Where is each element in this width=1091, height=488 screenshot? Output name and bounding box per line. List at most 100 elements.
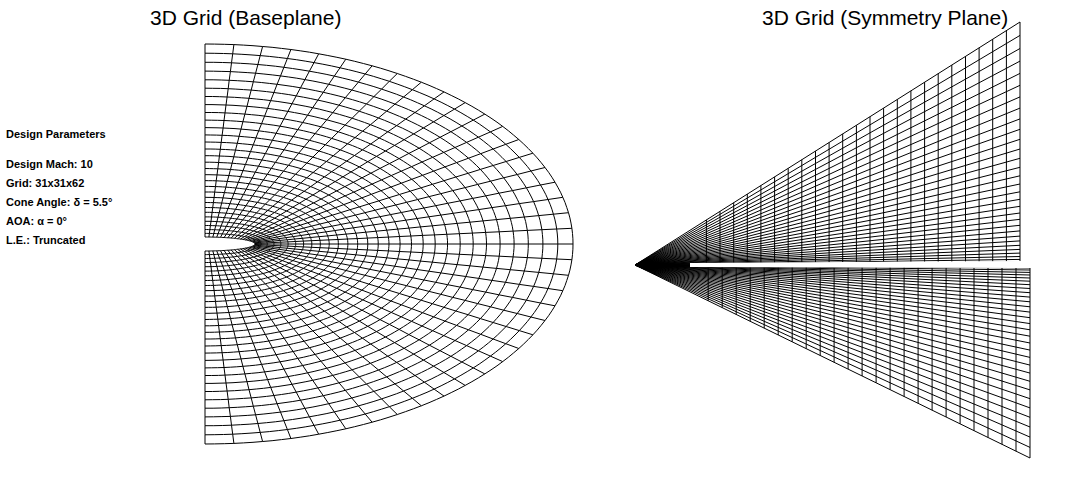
parameter-note: L.E.: Truncated [6,234,85,246]
grid-ray [255,244,573,245]
grid-ray [635,265,1030,357]
grid-station [946,267,947,417]
grid-ray [635,265,1030,343]
grid-station [1016,268,1017,451]
grid-station [904,267,905,397]
grid-ray [234,82,421,238]
parameter-note: Cone Angle: δ = 5.5° [6,196,112,208]
grid-station [960,268,961,424]
grid-station [842,134,843,264]
grid-station [774,177,775,264]
grid-station [834,267,835,363]
grid-ray [238,249,445,396]
grid-ray [234,250,421,406]
grid-ray [635,265,1030,330]
grid-station [924,82,925,263]
figure-title: 3D Grid (Symmetry Plane) [762,6,1008,29]
grid-ray [635,22,1020,265]
grid-station [910,91,911,263]
grid-station [897,100,898,264]
grid-station [801,160,802,264]
grid-ray [635,184,1020,265]
grid-ray [635,265,1030,399]
parameter-note: Design Parameters [6,128,106,140]
grid-station [870,117,871,264]
grid-ray [254,245,568,275]
grid-ray [635,49,1020,266]
grid-station [1030,268,1031,458]
grid-station [760,186,761,265]
grid-ray [635,206,1020,265]
grid-station [815,151,816,264]
grid-ray [251,168,545,242]
grid-station [965,56,966,262]
grid-ray [209,45,234,237]
grid-ray [635,119,1020,265]
grid-station [988,268,989,438]
grid-ray [213,47,263,238]
grid-ray [635,265,1030,427]
grid-ray [635,265,1030,381]
grid-station [778,266,779,335]
grid-station [1020,22,1021,262]
grid-ray [255,228,572,243]
grid-ray [635,97,1020,265]
grid-ray [635,265,1030,350]
grid-ray [213,251,263,442]
grid-ray [254,246,563,291]
grid-ray [635,265,1030,390]
grid-ray [635,219,1020,265]
grid-ray [635,108,1020,265]
grid-ray [635,265,1030,312]
grid-station [788,168,789,263]
grid-ray [255,245,572,260]
grid-ray [240,249,465,386]
grid-ray [635,61,1020,265]
grid-ray [635,265,1030,447]
grid-ray [635,167,1020,265]
grid-ray [635,35,1020,265]
parameter-note: Grid: 31x31x62 [6,177,84,189]
grid-ray [635,149,1020,265]
grid-ray [231,74,397,239]
grid-ray [205,44,206,237]
grid-ray [209,251,234,443]
grid-station [890,267,891,390]
grid-station [862,267,863,376]
grid-ray [253,182,555,242]
grid-station [820,266,821,355]
grid-station [876,267,877,383]
grid-ring [205,44,573,444]
grid-ray [238,92,445,239]
grid-station [722,266,723,308]
grid-ray [635,139,1020,265]
grid-ray [254,213,568,243]
grid-station [883,108,884,263]
grid-ray [221,54,319,238]
grid-ray [635,176,1020,265]
grid-ray [635,265,1030,458]
grid-station [1002,268,1003,445]
symmetry-plane-grid [635,22,1035,458]
grid-station [708,266,709,301]
grid-station [951,65,952,263]
grid-ray [228,66,372,238]
parameter-note: AOA: α = 0° [6,215,67,227]
grid-ray [635,85,1020,265]
grid-station [720,211,721,264]
grid-ray [635,73,1020,265]
grid-station [706,220,707,265]
grid-station [736,266,737,315]
grid-ray [231,250,397,415]
grid-ray [217,251,291,439]
grid-station [856,125,857,263]
grid-station [792,266,793,342]
grid-ray [635,265,1030,336]
grid-ray [250,153,533,241]
grid-ray [221,251,319,435]
grid-ray [635,265,1030,373]
grid-ray [635,265,1030,408]
grid-ray [248,140,519,241]
grid-station [806,266,807,348]
